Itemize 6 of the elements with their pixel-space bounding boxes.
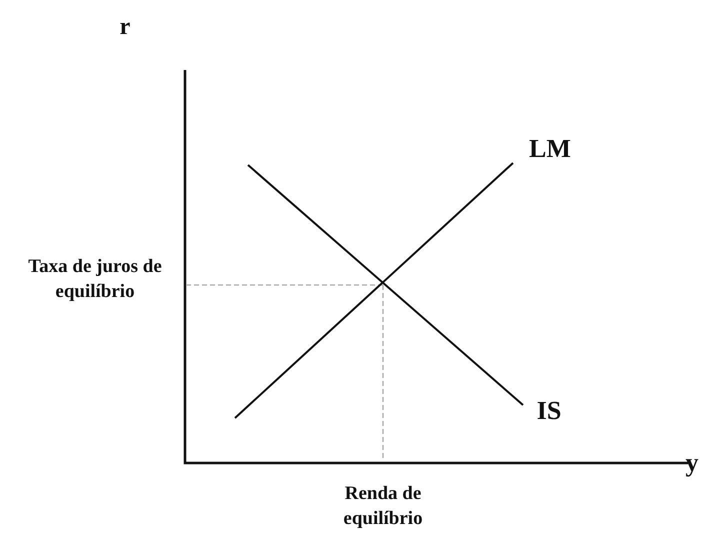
curve-label: LM [528,133,572,165]
axis-label: r [118,13,132,42]
axis-label: y [684,447,700,479]
value-label: Taxa de juros de equilíbrio [27,255,163,304]
value-label: Renda de equilíbrio [342,482,424,531]
curve-label: IS [536,395,562,427]
